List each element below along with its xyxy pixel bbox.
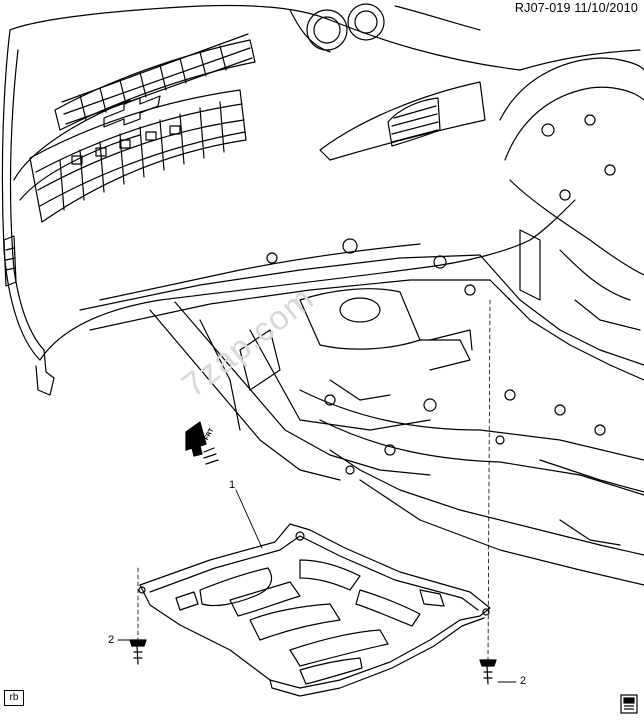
fastener-part-2-right bbox=[479, 659, 497, 685]
front-bumper-fascia bbox=[1, 4, 641, 396]
fastener-part-2-left bbox=[129, 639, 147, 665]
splash-shield-part-1 bbox=[138, 523, 491, 697]
upper-grille bbox=[54, 33, 256, 131]
chevron-emblem bbox=[103, 95, 161, 128]
front-subframe bbox=[79, 238, 644, 586]
callout-number-2-left[interactable]: 2 bbox=[108, 634, 115, 646]
footer-tag: rb bbox=[4, 690, 24, 706]
headlamp-housing bbox=[289, 3, 481, 53]
inner-fender bbox=[499, 57, 644, 331]
front-direction-arrow bbox=[185, 421, 219, 465]
diagram-reference-code: RJ07-019 11/10/2010 bbox=[514, 1, 638, 15]
document-icon bbox=[620, 694, 638, 714]
callout-number-2-right[interactable]: 2 bbox=[520, 675, 527, 687]
leader-lines bbox=[117, 489, 517, 683]
installation-axis-lines bbox=[137, 299, 491, 661]
callout-number-1[interactable]: 1 bbox=[229, 479, 236, 491]
lower-grille bbox=[29, 89, 247, 223]
side-vent bbox=[3, 235, 17, 287]
fog-lamp-bezel bbox=[319, 81, 486, 161]
